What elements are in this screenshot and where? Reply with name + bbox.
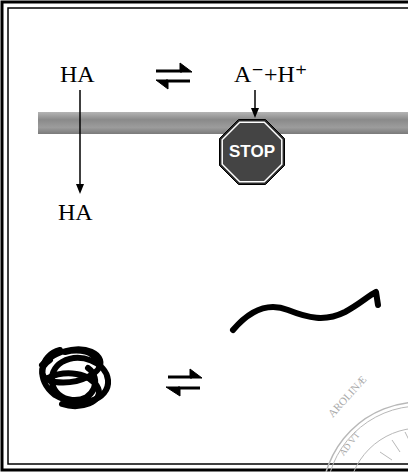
coiled-polymer <box>42 349 108 406</box>
ion-label: A⁻+H⁺ <box>234 62 308 86</box>
inner-frame <box>8 8 408 464</box>
stop-sign: STOP <box>219 119 285 185</box>
molecule-label: HA <box>60 62 95 86</box>
permeation-arrow <box>76 90 84 194</box>
seal-text: AROLINÆ <box>326 374 369 420</box>
equilibrium-arrows <box>156 63 192 89</box>
seal-text: AD VT <box>338 431 362 458</box>
sign-text: STOP <box>219 119 285 185</box>
membrane-band <box>38 112 408 134</box>
octagon-outline <box>220 120 285 185</box>
extended-polymer <box>233 292 378 330</box>
molecule-label: HA <box>58 200 93 224</box>
blocked-arrow <box>251 90 259 118</box>
equilibrium-arrows <box>166 369 202 396</box>
